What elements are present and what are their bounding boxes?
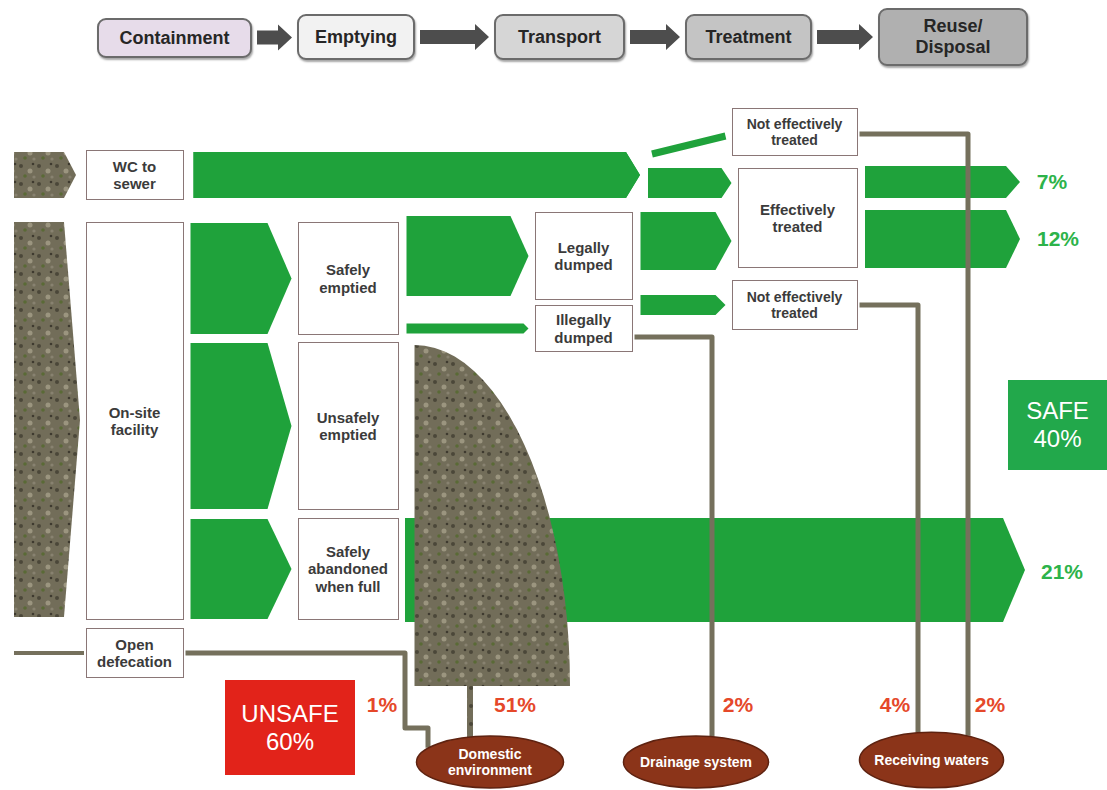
flow-arrow [407, 324, 529, 334]
flow-box: Illegally dumped [535, 305, 633, 352]
node-text: UNSAFE 60% [237, 700, 343, 755]
node-content: Not effectively treated [737, 116, 853, 148]
ellipse-outline [623, 736, 768, 788]
node-text: Not effectively treated [737, 289, 853, 321]
node-text: Reuse/ Disposal [902, 16, 1004, 57]
percent-label: 1% [365, 693, 399, 717]
flow-arrow [191, 519, 292, 619]
flow-arrow [194, 152, 732, 198]
stage-header: Reuse/ Disposal [878, 8, 1028, 66]
unsafe-total-box: UNSAFE 60% [225, 680, 355, 775]
stage-header: Containment [97, 18, 252, 58]
node-text: Unsafely emptied [303, 409, 394, 444]
node-text: On-site facility [91, 404, 179, 439]
output-arrow [865, 166, 1020, 198]
percent-label: 7% [1035, 170, 1069, 194]
input-arrow [14, 222, 80, 617]
percent-label: 21% [1039, 560, 1085, 584]
node-content: SAFE 40% [1018, 397, 1097, 452]
node-content: Legally dumped [540, 239, 628, 274]
flow-arrow [641, 295, 726, 315]
node-content: Drainage system [640, 754, 752, 770]
node-content: Containment [120, 28, 230, 49]
node-text: Safely abandoned when full [303, 543, 394, 595]
flow-arrow [407, 216, 529, 296]
stage-arrow [420, 24, 489, 50]
leak-line [635, 337, 713, 737]
flow-box: Unsafely emptied [298, 342, 399, 510]
node-text: Containment [120, 28, 230, 49]
node-text: Open defecation [91, 636, 179, 671]
input-arrow [14, 152, 76, 198]
flow-box: Not effectively treated [732, 108, 858, 156]
flow-arrow [641, 212, 732, 270]
node-content: Receiving waters [874, 752, 988, 768]
node-content: Unsafely emptied [303, 409, 394, 444]
flow-arrow [191, 343, 292, 509]
leak-line [860, 305, 919, 732]
percent-label: 2% [721, 693, 755, 717]
node-content: Safely emptied [303, 261, 394, 296]
flow-box: Not effectively treated [732, 280, 858, 330]
outcome-ellipse: Drainage system [622, 735, 770, 789]
percent-label: 4% [878, 693, 912, 717]
node-text: Legally dumped [540, 239, 628, 274]
node-content: Effectively treated [743, 201, 853, 236]
node-content: Emptying [315, 27, 397, 48]
percent-label: 51% [492, 693, 538, 717]
flow-box: On-site facility [86, 222, 184, 620]
leak-line [860, 134, 969, 736]
leak-flow [415, 345, 571, 737]
node-text: Safely emptied [303, 261, 394, 296]
node-text: Treatment [705, 27, 791, 48]
flow-box: Safely abandoned when full [298, 518, 399, 620]
stage-header: Emptying [297, 14, 415, 60]
flow-box: Safely emptied [298, 222, 399, 335]
node-content: Not effectively treated [737, 289, 853, 321]
node-text: SAFE 40% [1018, 397, 1097, 452]
flow-box: Effectively treated [738, 168, 858, 268]
node-text: WC to sewer [91, 158, 179, 193]
input-line [14, 651, 84, 655]
stage-arrow [630, 24, 680, 50]
node-content: On-site facility [91, 404, 179, 439]
flow-arrow [191, 223, 292, 334]
node-content: Transport [518, 27, 601, 48]
safe-total-box: SAFE 40% [1008, 380, 1107, 470]
node-text: Domestic environment [431, 746, 549, 778]
node-content: Reuse/ Disposal [902, 16, 1004, 57]
stage-header: Transport [494, 14, 625, 60]
flow-box: WC to sewer [86, 150, 184, 200]
percent-label: 2% [973, 693, 1007, 717]
node-text: Effectively treated [743, 201, 853, 236]
node-content: Illegally dumped [540, 311, 628, 346]
node-content: Safely abandoned when full [303, 543, 394, 595]
outcome-ellipse: Domestic environment [415, 735, 565, 789]
flow-box: Open defecation [86, 628, 184, 678]
node-content: UNSAFE 60% [237, 700, 343, 755]
percent-label: 12% [1035, 227, 1081, 251]
ellipse-outline [417, 736, 564, 788]
outcome-ellipse: Receiving waters [858, 731, 1005, 789]
node-content: WC to sewer [91, 158, 179, 193]
node-text: Illegally dumped [540, 311, 628, 346]
node-text: Emptying [315, 27, 397, 48]
stage-arrow [257, 25, 292, 51]
stage-header: Treatment [685, 14, 812, 60]
node-content: Domestic environment [431, 746, 549, 778]
flow-box: Legally dumped [535, 212, 633, 300]
node-text: Receiving waters [874, 752, 988, 768]
node-content: Treatment [705, 27, 791, 48]
node-content: Open defecation [91, 636, 179, 671]
node-text: Drainage system [640, 754, 752, 770]
output-arrow [865, 210, 1020, 268]
node-text: Not effectively treated [737, 116, 853, 148]
node-text: Transport [518, 27, 601, 48]
ellipse-outline [859, 732, 1003, 788]
stage-arrow [817, 24, 873, 50]
